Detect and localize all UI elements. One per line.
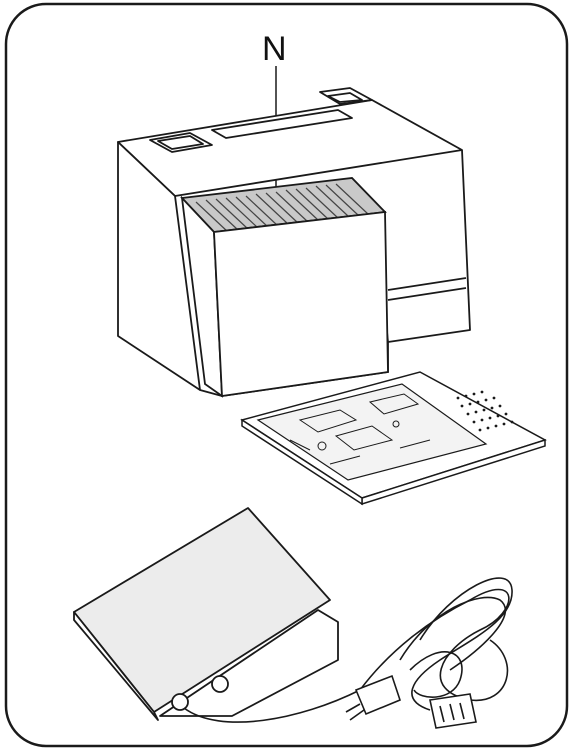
machine-socket-plug: [430, 694, 476, 728]
pedal-screw: [172, 694, 188, 710]
callout-label-n: N: [262, 30, 287, 68]
compartment-n: [182, 178, 388, 396]
